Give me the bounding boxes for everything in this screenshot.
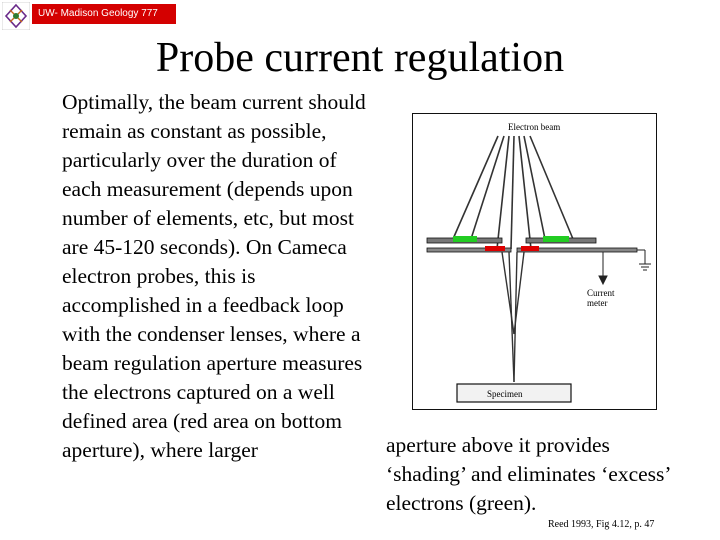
slide-title: Probe current regulation [155, 35, 565, 81]
red-regulation-area-right [521, 246, 539, 251]
current-meter-label-line2: meter [587, 298, 608, 308]
green-shading-area-left [453, 236, 477, 242]
green-shading-area-right [543, 236, 569, 242]
beam-rays [452, 135, 574, 250]
red-regulation-area-left [485, 246, 505, 251]
specimen-block [456, 383, 572, 403]
focused-beam [501, 251, 525, 383]
current-meter-label-line1: Current [587, 288, 615, 298]
beam-regulation-diagram: Electron beam [412, 113, 657, 410]
uw-madison-logo [2, 2, 30, 30]
figure-caption: aperture above it provides ‘shading’ and… [386, 433, 670, 515]
figure-citation: Reed 1993, Fig 4.12, p. 47 [548, 519, 655, 530]
body-paragraph: Optimally, the beam current should remai… [62, 90, 366, 462]
current-meter-wiring [598, 249, 651, 286]
upper-aperture [426, 236, 597, 244]
course-tag: UW- Madison Geology 777 [32, 4, 176, 24]
specimen-label: Specimen [487, 389, 523, 399]
electron-beam-label: Electron beam [508, 122, 560, 132]
lower-aperture [426, 246, 638, 253]
